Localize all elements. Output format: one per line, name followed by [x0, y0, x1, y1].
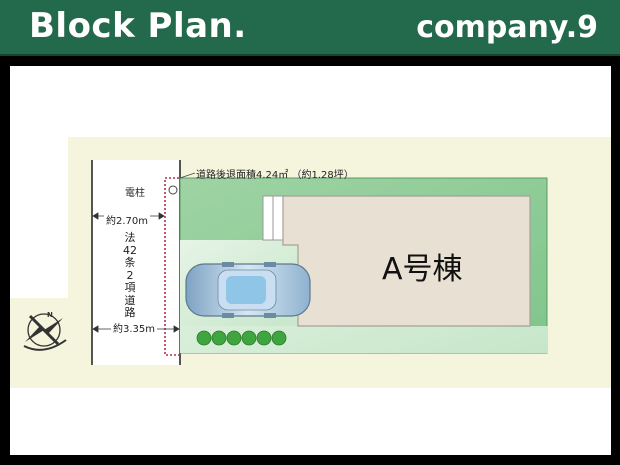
shrub-icon — [196, 330, 212, 346]
utility-pole-icon — [168, 185, 178, 195]
header-bar — [0, 0, 620, 56]
shrub-icon — [211, 330, 227, 346]
shrub-icon — [241, 330, 257, 346]
setback-leader — [179, 172, 196, 179]
road-width-top-label: 約2.70m — [104, 212, 151, 227]
shrub-icon — [226, 330, 242, 346]
building-a — [282, 195, 531, 327]
compass-label: N — [47, 311, 53, 319]
utility-pole-label: 電柱 — [125, 188, 145, 199]
road-width-bottom-label: 約3.35m — [111, 320, 158, 335]
car-icon — [185, 262, 311, 318]
page-title: Block Plan. — [29, 6, 247, 46]
company-name: company.9 — [416, 10, 598, 45]
shrubs — [196, 330, 287, 346]
road-type-label: 法 42 条 2 項 道 路 — [123, 231, 137, 319]
building-label: A号棟 — [382, 252, 463, 287]
setback-area-label: 道路後退面積4.24㎡ （約1.28坪） — [196, 170, 354, 181]
shrub-icon — [271, 330, 287, 346]
compass-icon — [23, 313, 67, 351]
shrub-icon — [256, 330, 272, 346]
